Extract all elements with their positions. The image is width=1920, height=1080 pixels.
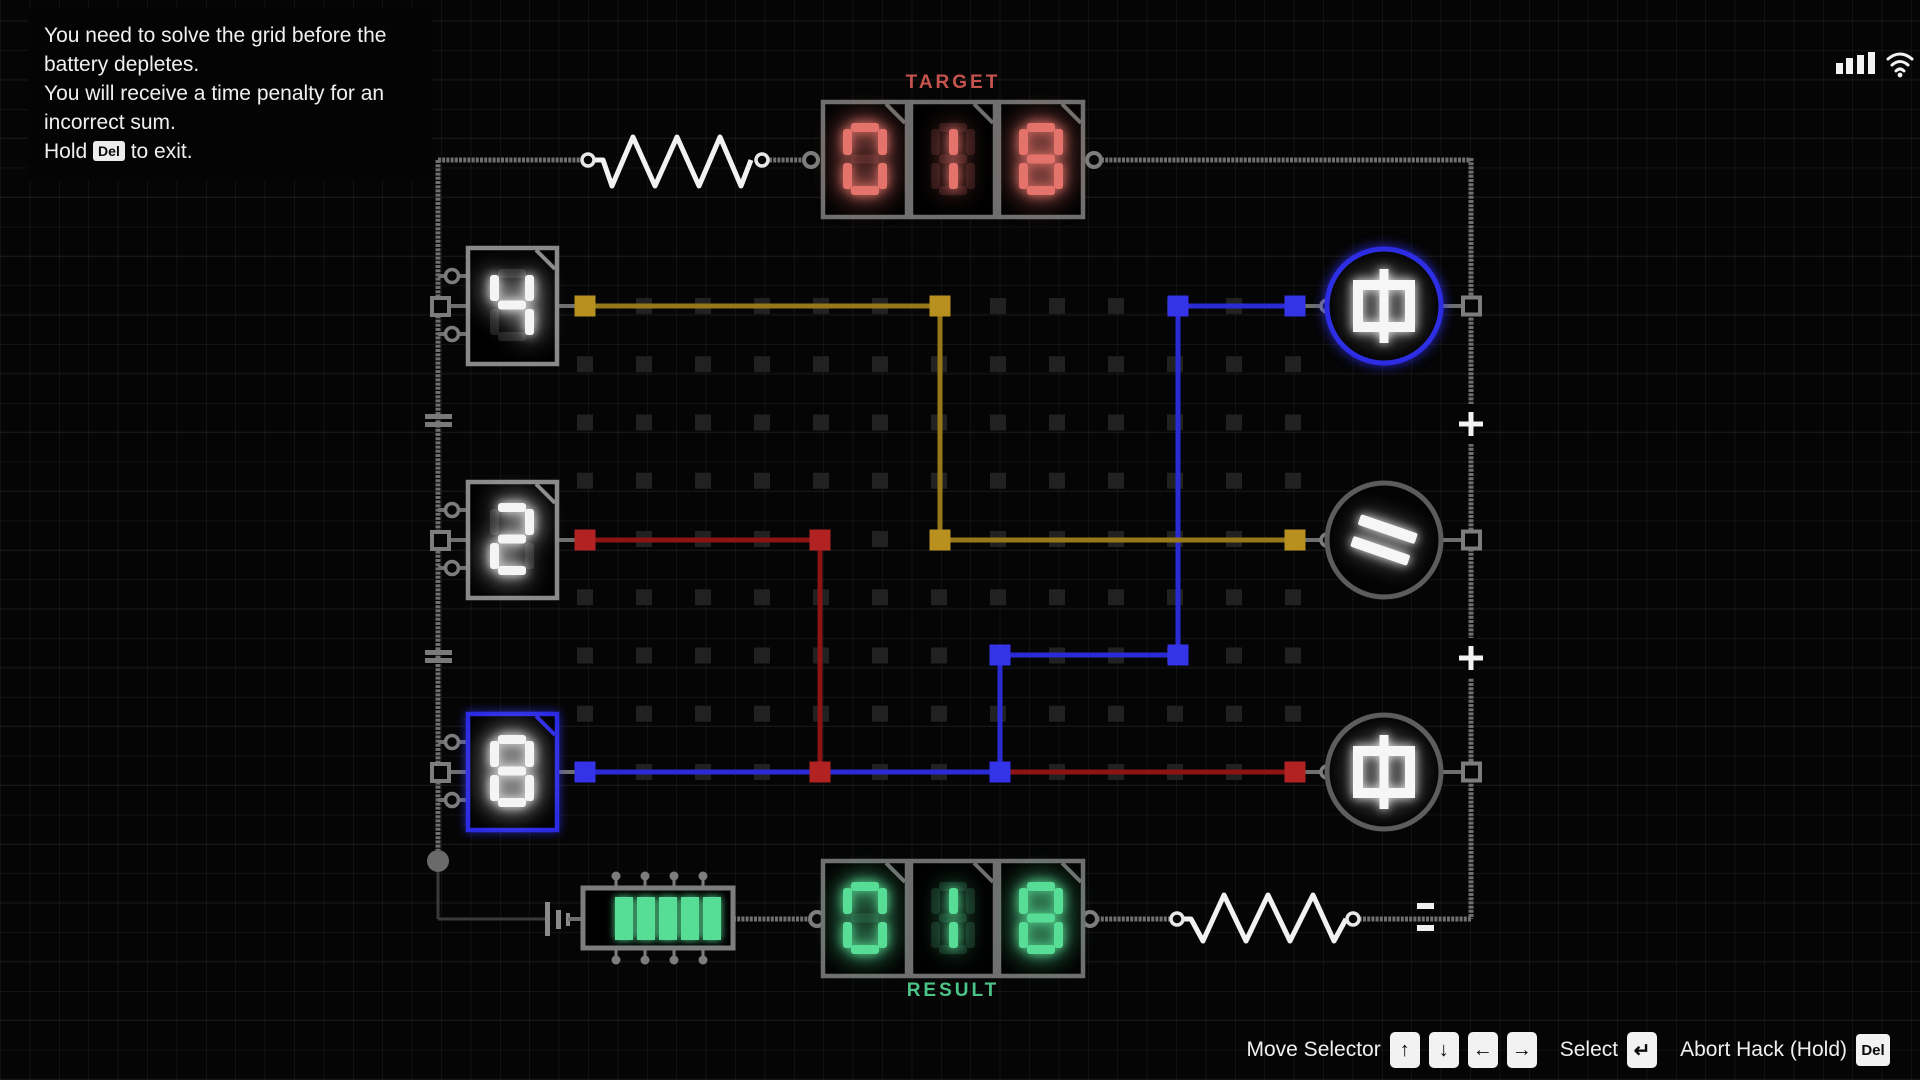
enter-keycap: ↵ — [1627, 1032, 1658, 1068]
wire-node-red — [574, 529, 596, 551]
hold-prefix: Hold — [44, 140, 88, 163]
result-display — [820, 858, 1086, 979]
wire-node-red — [809, 761, 831, 783]
wire-node-blue — [574, 761, 596, 783]
operator-node-double-slash-gate[interactable] — [1324, 480, 1444, 600]
wire-node-yellow — [1284, 529, 1306, 551]
battery-indicator — [580, 871, 736, 965]
wire-node-blue — [989, 761, 1011, 783]
operator-node-junction-gate[interactable] — [1324, 246, 1444, 366]
arrow-right-keycap: → — [1506, 1032, 1537, 1068]
controls-bar: Move Selector ↑ ↓ ← → Select ↵ Abort Hac… — [1246, 1032, 1890, 1068]
status-icons — [1836, 52, 1914, 78]
wifi-icon — [1886, 52, 1914, 78]
operator-node-junction-gate[interactable] — [1324, 712, 1444, 832]
resistor-bottom — [1169, 892, 1361, 944]
del-keycap: Del — [1856, 1034, 1890, 1066]
move-selector-label: Move Selector — [1246, 1038, 1381, 1061]
wire-node-blue — [1284, 295, 1306, 317]
target-display — [820, 99, 1086, 220]
instruction-line-hold: Hold Del to exit. — [44, 137, 416, 166]
instruction-line: battery depletes. — [44, 53, 200, 76]
wire-node-blue — [989, 644, 1011, 666]
wire-node-yellow — [929, 295, 951, 317]
rail-terminal-dot — [427, 850, 449, 872]
select-label: Select — [1559, 1038, 1619, 1061]
wire-node-squares[interactable] — [574, 295, 1306, 783]
wire-node-blue — [1167, 295, 1189, 317]
result-label: RESULT — [906, 980, 1000, 1001]
digit-cell-8[interactable] — [465, 711, 560, 833]
digit-cell-4[interactable] — [465, 245, 560, 367]
arrow-left-keycap: ← — [1467, 1032, 1498, 1068]
wire-blue — [595, 303, 1295, 775]
wire-node-blue — [1167, 644, 1189, 666]
wire-node-yellow — [929, 529, 951, 551]
digit-cell-2[interactable] — [465, 479, 560, 601]
wire-yellow — [595, 303, 1295, 543]
instruction-line: You need to solve the grid before the — [44, 24, 387, 47]
abort-hack-label: Abort Hack (Hold) — [1680, 1038, 1847, 1061]
resistor-top — [580, 134, 770, 189]
wire-node-red — [1284, 761, 1306, 783]
del-keycap: Del — [93, 141, 125, 161]
hold-suffix: to exit. — [130, 140, 193, 163]
arrow-up-keycap: ↑ — [1389, 1032, 1420, 1068]
wire-node-red — [809, 529, 831, 551]
instruction-panel: You need to solve the grid before the ba… — [28, 8, 432, 180]
display-connectors — [802, 151, 1103, 928]
wire-red — [595, 537, 1295, 775]
instruction-line: incorrect sum. — [44, 111, 176, 134]
signal-bars-icon — [1836, 52, 1875, 74]
wire-node-yellow — [574, 295, 596, 317]
target-label: TARGET — [905, 72, 1001, 93]
plus-signs — [1459, 404, 1483, 678]
instruction-line: You will receive a time penalty for an — [44, 82, 385, 105]
arrow-down-keycap: ↓ — [1428, 1032, 1459, 1068]
